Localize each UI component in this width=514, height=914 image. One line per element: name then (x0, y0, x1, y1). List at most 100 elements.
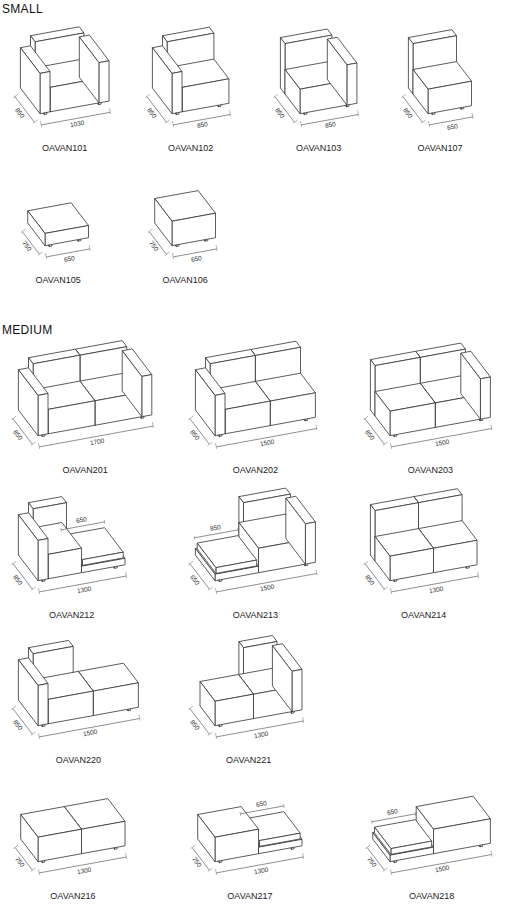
dimension-line (152, 422, 153, 428)
dimension-line (39, 443, 40, 449)
furniture-face (327, 39, 347, 105)
furniture-face (292, 669, 302, 711)
dimension-text: 1500 (435, 865, 450, 874)
dimension-line (190, 564, 210, 590)
dimension-line (383, 587, 388, 591)
dimension-line (383, 868, 388, 872)
product-code: OAVAN105 (36, 276, 81, 285)
dimension-line (293, 120, 298, 124)
dimension-line (208, 587, 213, 591)
furniture-face (370, 360, 375, 416)
dimension-text: 650 (255, 800, 267, 808)
furniture-face (20, 48, 40, 114)
dimension-text: 1300 (253, 866, 268, 875)
furniture-face (215, 694, 254, 726)
dimension-line (39, 426, 153, 447)
furniture-face (38, 394, 48, 436)
dimension-line (31, 732, 36, 736)
dimension-line (39, 733, 40, 739)
dimension-line (365, 564, 385, 590)
dimension-text: 850 (325, 121, 337, 129)
dimension-line (165, 120, 170, 124)
dimension-line (38, 252, 43, 256)
dimension-line (147, 97, 167, 123)
dimension-line (13, 419, 33, 445)
product-code: OAVAN101 (42, 144, 87, 153)
dimension-text: 650 (76, 516, 88, 524)
furniture-face (195, 370, 215, 436)
furniture-face (40, 72, 50, 114)
product-code: OAVAN218 (409, 892, 454, 901)
dimension-line (383, 442, 388, 446)
furniture-face (216, 560, 257, 573)
dimension-text: 650 (63, 255, 75, 263)
dimension-line (173, 121, 174, 127)
dimension-line (208, 732, 213, 736)
dimension-line (31, 442, 36, 446)
furniture-face (21, 815, 38, 862)
dimension-line (391, 588, 392, 594)
dimension-line (190, 709, 210, 735)
dimension-line (208, 868, 213, 872)
dimension-line (491, 851, 492, 857)
product-code: OAVAN214 (401, 611, 446, 620)
dimension-line (165, 252, 170, 256)
dimension-line (303, 853, 304, 859)
furniture-face (155, 199, 172, 246)
product-code: OAVAN213 (233, 611, 278, 620)
product-code: OAVAN103 (296, 144, 341, 153)
furniture-face (142, 375, 152, 417)
furniture-face (413, 70, 428, 114)
product-code: OAVAN106 (163, 276, 208, 285)
furniture-face (38, 684, 48, 726)
furniture-face (375, 537, 390, 581)
dimension-line (391, 443, 392, 449)
furniture-face (259, 833, 300, 846)
dimension-text: 1030 (69, 120, 84, 129)
furniture-face (48, 548, 82, 579)
product-code: OAVAN217 (227, 892, 272, 901)
dimension-line (126, 853, 127, 859)
furniture-face (99, 61, 109, 103)
furniture-face (428, 81, 472, 114)
furniture-face (215, 829, 259, 862)
furniture-face (370, 505, 375, 561)
section-heading: SMALL (2, 3, 43, 15)
dimension-line (216, 588, 217, 594)
dimension-text: 1500 (435, 439, 450, 448)
furniture-face (45, 226, 89, 246)
dimension-line (391, 869, 392, 875)
furniture-face (390, 403, 435, 436)
furniture-face (82, 821, 126, 853)
dimension-text: 1300 (253, 730, 268, 739)
furniture-face (280, 38, 285, 94)
furniture-face (38, 539, 48, 581)
dimension-line (126, 572, 127, 578)
product-code: OAVAN216 (50, 892, 95, 901)
product-code: OAVAN102 (168, 144, 213, 153)
dimension-line (303, 717, 304, 723)
product-code: OAVAN221 (226, 756, 271, 765)
furniture-face (18, 515, 38, 581)
furniture-face (48, 401, 95, 434)
dimension-line (46, 253, 47, 259)
dimension-line (190, 419, 210, 445)
furniture-face (82, 552, 123, 565)
furniture-face (38, 829, 82, 862)
dimension-text: 1500 (260, 439, 275, 448)
dimension-text: 1300 (76, 585, 91, 594)
furniture-face (48, 691, 93, 724)
dimension-text: 1300 (76, 866, 91, 875)
dimension-text: 650 (446, 123, 458, 131)
dimension-line (365, 419, 385, 445)
furniture-face (347, 63, 357, 105)
dimension-line (216, 733, 217, 739)
dimension-text: 850 (209, 524, 221, 532)
furniture-face (18, 370, 38, 436)
product-code: OAVAN203 (408, 466, 453, 475)
product-code: OAVAN220 (56, 756, 101, 765)
dimension-line (316, 570, 317, 576)
furniture-face (198, 815, 215, 862)
furniture-face (215, 394, 225, 436)
